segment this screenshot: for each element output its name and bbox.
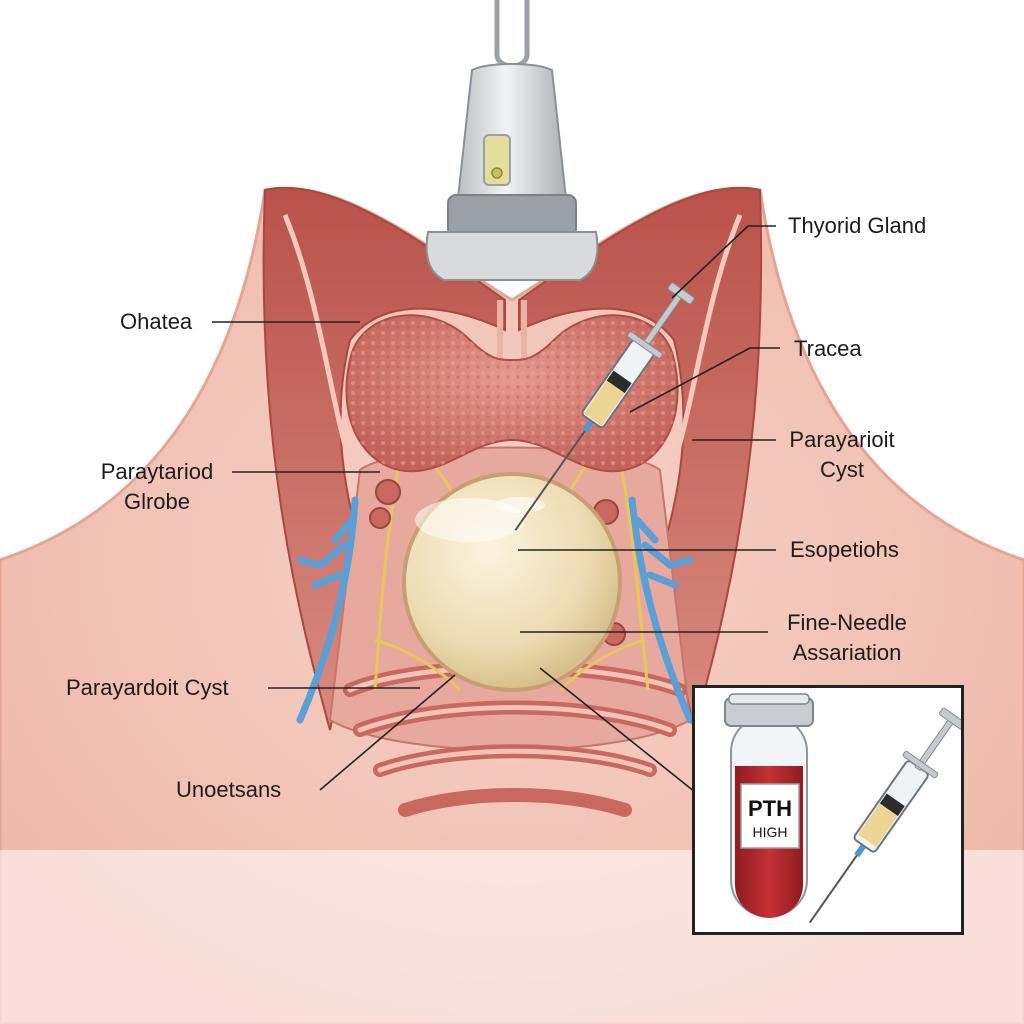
inset-drawing bbox=[724, 693, 961, 924]
ultrasound-probe bbox=[425, 0, 599, 281]
label-parayarioit-cyst: Parayarioit Cyst bbox=[772, 425, 912, 485]
label-unoetsans: Unoetsans bbox=[176, 777, 282, 802]
inset-panel: PTH HIGH bbox=[692, 685, 964, 935]
label-tracea: Tracea bbox=[794, 336, 862, 361]
tube-label-pth: PTH bbox=[748, 796, 792, 821]
blood-test-tube bbox=[724, 693, 814, 918]
label-paraytariod-globe: Paraytariod Glrobe bbox=[82, 457, 232, 517]
label-thyroid-gland: Thyorid Gland bbox=[788, 213, 927, 238]
label-fine-needle-line1: Fine-Needle bbox=[787, 610, 907, 635]
aspiration-syringe bbox=[514, 282, 695, 531]
label-parayardoit-cyst: Parayardoit Cyst bbox=[66, 675, 229, 700]
tube-label-high: HIGH bbox=[752, 824, 788, 840]
inset-syringe bbox=[808, 707, 961, 924]
right-vessel bbox=[628, 496, 694, 724]
label-parayarioit-cyst-line1: Parayarioit bbox=[789, 427, 895, 452]
label-parayarioit-cyst-line2: Cyst bbox=[820, 457, 864, 482]
label-ohatea: Ohatea bbox=[120, 309, 193, 334]
label-paraytariod-globe-line2: Glrobe bbox=[123, 489, 191, 514]
label-paraytariod-globe-line1: Paraytariod bbox=[100, 459, 214, 484]
label-fine-needle-line2: Assariation bbox=[792, 640, 902, 665]
left-vessel bbox=[296, 496, 359, 724]
label-esopetiohs: Esopetiohs bbox=[790, 537, 899, 562]
label-fine-needle-aspiration: Fine-Needle Assariation bbox=[774, 608, 920, 668]
leader-lines bbox=[212, 225, 780, 793]
